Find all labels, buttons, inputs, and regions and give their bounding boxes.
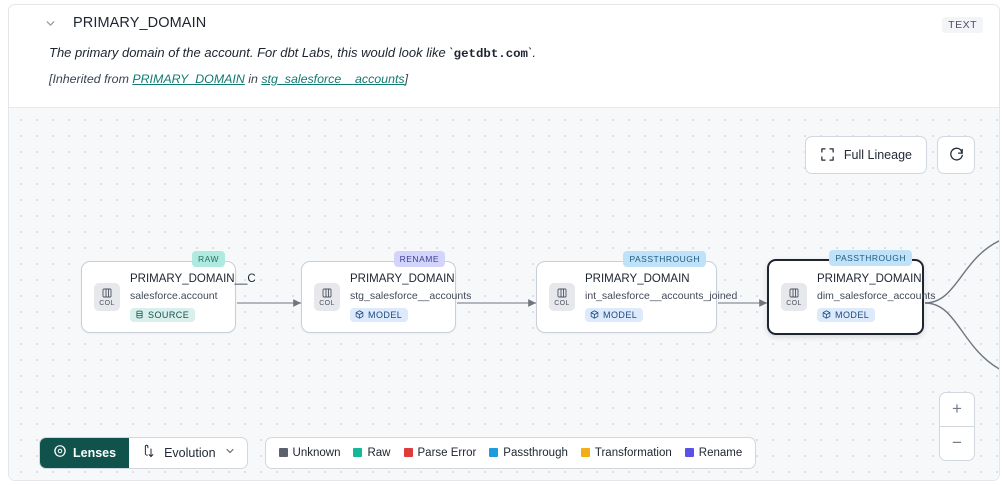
lineage-canvas[interactable]: RAW COL PRIMARY_DOMAIN__C salesforce.accoun… — [9, 106, 999, 480]
node-kind-badge: MODEL — [817, 307, 876, 322]
column-chip-label: COL — [319, 299, 335, 307]
node-tag: RAW — [191, 250, 225, 267]
inherited-from-note: [Inherited from PRIMARY_DOMAIN in stg_sa… — [49, 72, 985, 86]
canvas-bottom-bar: Lenses Evolution — [39, 436, 757, 469]
legend-item: Unknown — [278, 446, 341, 459]
lineage-node[interactable]: RAW COL PRIMARY_DOMAIN__C salesforce.accoun… — [81, 250, 256, 333]
inherited-column-link[interactable]: PRIMARY_DOMAIN — [132, 71, 245, 86]
expand-icon — [820, 147, 835, 162]
inherited-model-link[interactable]: stg_salesforce__accounts — [261, 71, 405, 86]
lens-icon — [53, 444, 67, 461]
zoom-controls: + − — [939, 391, 975, 461]
node-column-name: PRIMARY_DOMAIN — [350, 272, 455, 285]
chevron-down-icon[interactable] — [43, 16, 57, 30]
legend-label: Transformation — [594, 446, 672, 459]
edge-out-upper — [924, 240, 999, 304]
legend-label: Raw — [367, 446, 391, 459]
lineage-node[interactable]: RENAME COL PRIMARY_DOMAIN stg_salesforce__a… — [301, 250, 472, 333]
legend-label: Passthrough — [503, 446, 568, 459]
node-tag: PASSTHROUGH — [623, 250, 706, 267]
chevron-down-icon — [224, 445, 236, 460]
lenses-label: Lenses — [73, 445, 117, 460]
zoom-divider — [940, 425, 974, 427]
zoom-out-button[interactable]: − — [952, 433, 962, 453]
legend-item: Transformation — [580, 446, 672, 459]
node-kind-label: MODEL — [368, 309, 403, 320]
column-icon: COL — [314, 282, 340, 311]
legend-item: Rename — [684, 446, 743, 459]
description-suffix: `. — [528, 45, 536, 60]
node-table-name: salesforce.account — [130, 289, 218, 302]
lineage-node[interactable]: PASSTHROUGH COL PRIMARY_DOMAIN dim_salesfor… — [767, 249, 936, 335]
column-detail-card: PRIMARY_DOMAIN TEXT The primary domain o… — [8, 4, 1000, 481]
node-kind-badge: SOURCE — [130, 307, 196, 322]
legend-item: Raw — [353, 446, 391, 459]
legend-swatch — [278, 448, 288, 458]
evolution-icon — [141, 444, 156, 462]
full-lineage-label: Full Lineage — [843, 147, 912, 162]
node-kind-label: MODEL — [835, 309, 870, 320]
node-table-name: dim_salesforce_accounts — [817, 289, 936, 302]
zoom-in-button[interactable]: + — [952, 399, 962, 419]
node-table-name: int_salesforce__accounts_joined — [585, 289, 738, 302]
legend-swatch — [403, 448, 413, 458]
column-icon: COL — [781, 282, 807, 311]
inherited-prefix: [Inherited from — [49, 71, 133, 86]
column-chip-label: COL — [554, 299, 570, 307]
description-prefix: The primary domain of the account. For d… — [49, 45, 454, 60]
legend-swatch — [489, 448, 499, 458]
page-title: PRIMARY_DOMAIN — [73, 15, 207, 31]
node-column-name: PRIMARY_DOMAIN — [585, 272, 690, 285]
legend-swatch — [580, 448, 590, 458]
legend-label: Rename — [698, 446, 743, 459]
card-header: PRIMARY_DOMAIN TEXT The primary domain o… — [9, 5, 999, 107]
column-chip-label: COL — [786, 299, 802, 307]
lineage-edges — [237, 240, 999, 370]
legend-label: Unknown — [292, 446, 341, 459]
column-description: The primary domain of the account. For d… — [49, 44, 985, 63]
node-table-name: stg_salesforce__accounts — [350, 289, 472, 302]
node-column-name: PRIMARY_DOMAIN — [817, 272, 922, 285]
evolution-label: Evolution — [164, 445, 216, 460]
node-column-name: PRIMARY_DOMAIN__C — [130, 272, 256, 285]
refresh-icon — [948, 146, 965, 163]
legend-swatch — [684, 448, 694, 458]
inherited-suffix: ] — [404, 71, 409, 86]
evolution-dropdown[interactable]: Evolution — [129, 438, 246, 468]
inherited-mid: in — [244, 71, 262, 86]
legend-item: Parse Error — [403, 446, 477, 459]
node-kind-label: SOURCE — [148, 309, 190, 320]
column-icon: COL — [549, 282, 575, 311]
legend-label: Parse Error — [417, 446, 477, 459]
node-kind-label: MODEL — [603, 309, 638, 320]
lineage-node[interactable]: PASSTHROUGH COL PRIMARY_DOMAIN int_salesfor… — [536, 250, 738, 333]
node-tag: RENAME — [393, 250, 445, 267]
description-code: getdbt.com — [453, 47, 528, 61]
node-kind-badge: MODEL — [585, 307, 644, 322]
refresh-button[interactable] — [937, 135, 975, 174]
legend-swatch — [353, 448, 363, 458]
column-icon: COL — [94, 282, 120, 311]
lenses-segmented-control: Lenses Evolution — [39, 436, 248, 469]
type-badge: TEXT — [942, 17, 983, 33]
node-body: PRIMARY_DOMAIN int_salesforce__accounts_j… — [585, 269, 738, 325]
lineage-legend: Unknown Raw Parse Error Passthrough Transfor… — [264, 436, 757, 469]
edge-out-lower — [924, 302, 999, 370]
node-kind-badge: MODEL — [350, 307, 409, 322]
column-chip-label: COL — [99, 299, 115, 307]
legend-item: Passthrough — [489, 447, 568, 459]
node-tag: PASSTHROUGH — [829, 249, 912, 266]
full-lineage-button[interactable]: Full Lineage — [804, 135, 927, 174]
canvas-controls: Full Lineage — [804, 135, 975, 174]
lenses-button[interactable]: Lenses — [40, 437, 130, 468]
